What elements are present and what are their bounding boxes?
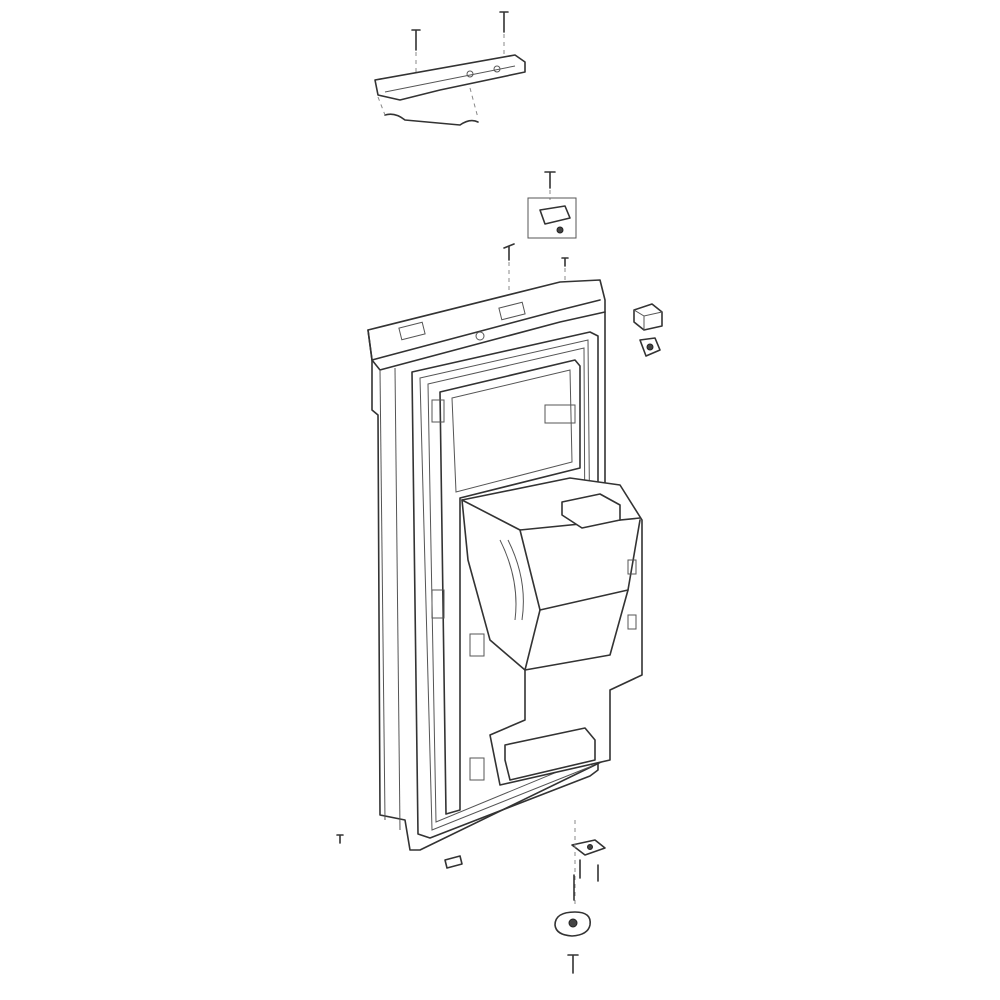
bottom-screws	[336, 834, 579, 974]
top-hinge-bracket	[374, 54, 526, 101]
door-switch-housing	[527, 197, 577, 239]
bottom-hinge	[554, 820, 592, 937]
bottom-hinge-bushing-bracket	[571, 839, 606, 882]
wire-connector	[633, 303, 663, 331]
door-inner-liner	[431, 359, 581, 815]
cap-screw	[544, 171, 556, 200]
top-hinge-screws	[411, 11, 509, 80]
hinge-pin-spring	[377, 87, 479, 126]
door-switch	[639, 337, 661, 357]
dispenser-housing	[461, 477, 643, 786]
